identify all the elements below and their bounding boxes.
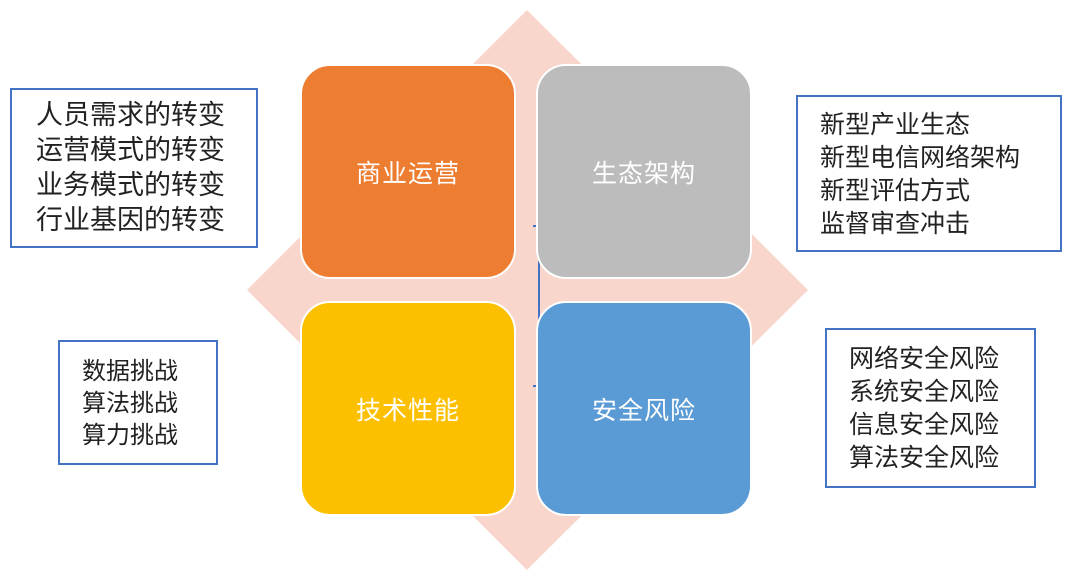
note-item: 新型评估方式 bbox=[820, 175, 971, 205]
note-item: 算法挑战 bbox=[82, 388, 178, 417]
quadrant-business: 商业运营 bbox=[300, 64, 516, 279]
note-item: 网络安全风险 bbox=[849, 344, 1000, 373]
note-item: 新型产业生态 bbox=[820, 109, 971, 139]
quadrant-security: 安全风险 bbox=[536, 301, 752, 516]
note-item: 算法安全风险 bbox=[849, 443, 1000, 472]
quadrant-label: 生态架构 bbox=[591, 158, 696, 188]
note-item: 数据挑战 bbox=[82, 356, 178, 385]
note-item: 行业基因的转变 bbox=[36, 205, 225, 236]
quadrant-tech: 技术性能 bbox=[300, 301, 516, 516]
quadrant-label: 安全风险 bbox=[591, 395, 696, 425]
note-item: 运营模式的转变 bbox=[36, 135, 225, 166]
note-item: 监督审查冲击 bbox=[820, 208, 971, 238]
note-box-tech: 数据挑战 算法挑战 算力挑战 bbox=[58, 340, 218, 465]
quadrant-ecosystem: 生态架构 bbox=[536, 64, 752, 279]
note-item: 算力挑战 bbox=[82, 420, 178, 449]
quadrant-label: 技术性能 bbox=[355, 395, 460, 425]
note-box-business: 人员需求的转变 运营模式的转变 业务模式的转变 行业基因的转变 bbox=[10, 88, 258, 248]
note-box-ecosystem: 新型产业生态 新型电信网络架构 新型评估方式 监督审查冲击 bbox=[796, 95, 1062, 252]
note-item: 业务模式的转变 bbox=[36, 170, 225, 201]
note-item: 人员需求的转变 bbox=[36, 100, 225, 131]
note-item: 新型电信网络架构 bbox=[820, 142, 1021, 172]
quadrant-label: 商业运营 bbox=[355, 158, 460, 188]
note-item: 系统安全风险 bbox=[849, 377, 1000, 406]
note-box-security: 网络安全风险 系统安全风险 信息安全风险 算法安全风险 bbox=[825, 328, 1036, 488]
note-item: 信息安全风险 bbox=[849, 410, 1000, 439]
